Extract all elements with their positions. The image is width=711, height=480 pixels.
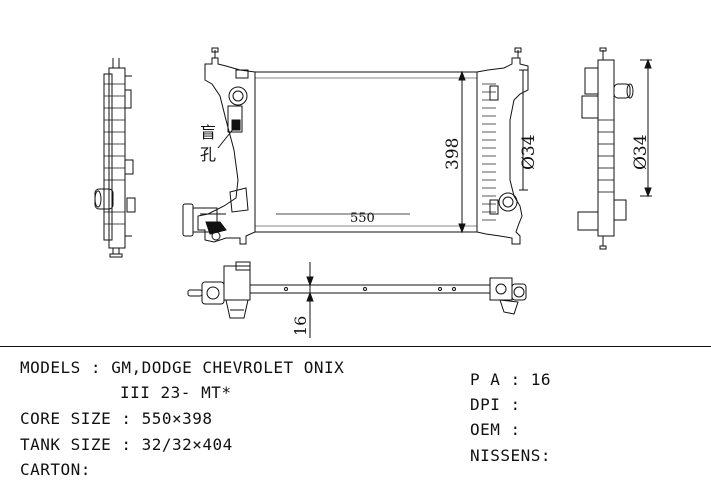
- dim-depth-label: 16: [291, 316, 310, 336]
- section-divider: [0, 346, 711, 347]
- models-line-2: III 23- MT*: [120, 383, 232, 402]
- technical-drawing: 398 Ø34 550 盲 孔 Ø34: [94, 47, 652, 338]
- tank-size: TANK SIZE : 32/32×404: [20, 435, 233, 454]
- blind-hole-label-bottom: 孔: [200, 145, 216, 164]
- right-side-view: [577, 47, 652, 250]
- nissens-value: NISSENS:: [470, 446, 552, 465]
- dim-diameter-side-label: Ø34: [631, 134, 651, 170]
- carton: CARTON:: [20, 460, 91, 479]
- left-side-view: [94, 58, 136, 258]
- oem-value: OEM :: [470, 420, 521, 439]
- dim-width-label: 550: [350, 211, 375, 226]
- core-size: CORE SIZE : 550×398: [20, 409, 213, 428]
- dim-height-label: 398: [443, 138, 463, 170]
- blind-hole-label-top: 盲: [200, 123, 216, 142]
- pa-value: P A : 16: [470, 370, 552, 389]
- front-view: [182, 47, 529, 245]
- models-line-1: MODELS : GM,DODGE CHEVROLET ONIX: [20, 358, 345, 377]
- dim-diameter-front-label: Ø34: [519, 134, 539, 170]
- dpi-value: DPI :: [470, 395, 521, 414]
- bottom-view: [187, 261, 527, 338]
